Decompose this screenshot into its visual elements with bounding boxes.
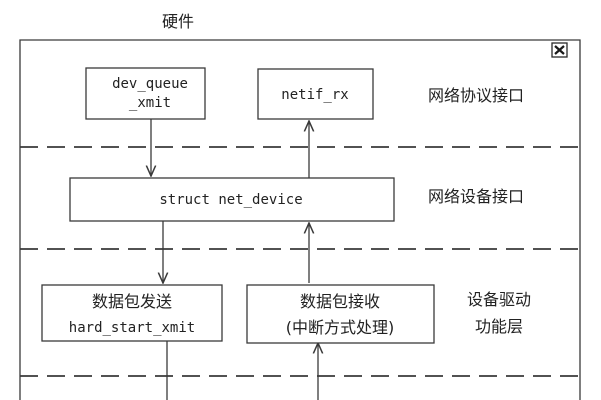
diagram-title: 硬件	[162, 12, 194, 31]
packet-send-line2: hard_start_xmit	[69, 320, 195, 336]
outer-frame	[19, 39, 581, 400]
netif-rx-box: netif_rx	[257, 68, 374, 120]
packet-receive-line1: 数据包接收	[300, 292, 380, 311]
close-icon[interactable]	[551, 42, 568, 58]
packet-receive-box: 数据包接收 (中断方式处理)	[246, 284, 435, 344]
layer-label-driver-2: 功能层	[475, 317, 523, 336]
layer-label-protocol: 网络协议接口	[428, 86, 524, 105]
packet-receive-line2: (中断方式处理)	[286, 318, 395, 337]
packet-send-box: 数据包发送 hard_start_xmit	[41, 284, 223, 342]
net-device-box: struct net_device	[69, 177, 395, 222]
dev-queue-xmit-line1: dev_queue	[112, 76, 188, 92]
net-device-label: struct net_device	[159, 192, 302, 208]
dev-queue-xmit-box: dev_queue _xmit	[85, 67, 206, 120]
layer-label-device: 网络设备接口	[428, 187, 524, 206]
layer-label-driver-1: 设备驱动	[467, 290, 531, 309]
dev-queue-xmit-line2: _xmit	[129, 95, 171, 111]
packet-send-line1: 数据包发送	[92, 292, 172, 311]
netif-rx-label: netif_rx	[281, 87, 348, 103]
